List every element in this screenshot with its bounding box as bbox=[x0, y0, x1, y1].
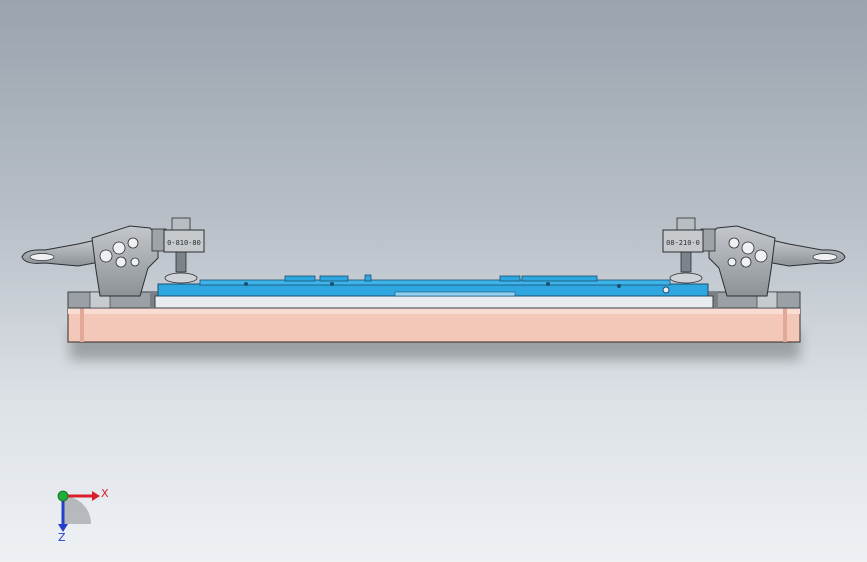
left-clamp-label: 0-810-80 bbox=[167, 239, 201, 247]
toggle-clamp-right-icon[interactable] bbox=[662, 225, 846, 297]
toggle-clamp-left-icon[interactable] bbox=[21, 225, 205, 297]
right-clamp-spindle[interactable] bbox=[669, 217, 703, 284]
x-axis-label: X bbox=[101, 487, 109, 500]
carrier-plate[interactable] bbox=[157, 274, 709, 297]
right-clamp-label: 08-210-0 bbox=[666, 239, 700, 247]
triad-plane-shading bbox=[63, 496, 91, 524]
x-axis-arrowhead bbox=[92, 491, 100, 501]
z-axis-arrowhead bbox=[58, 524, 68, 532]
reference-triad[interactable] bbox=[38, 478, 128, 548]
y-axis-dot bbox=[57, 490, 69, 502]
base-plate[interactable] bbox=[67, 307, 801, 343]
mid-plate[interactable] bbox=[154, 295, 714, 309]
z-axis-label: Z bbox=[58, 531, 66, 544]
left-clamp-spindle[interactable] bbox=[164, 217, 198, 284]
